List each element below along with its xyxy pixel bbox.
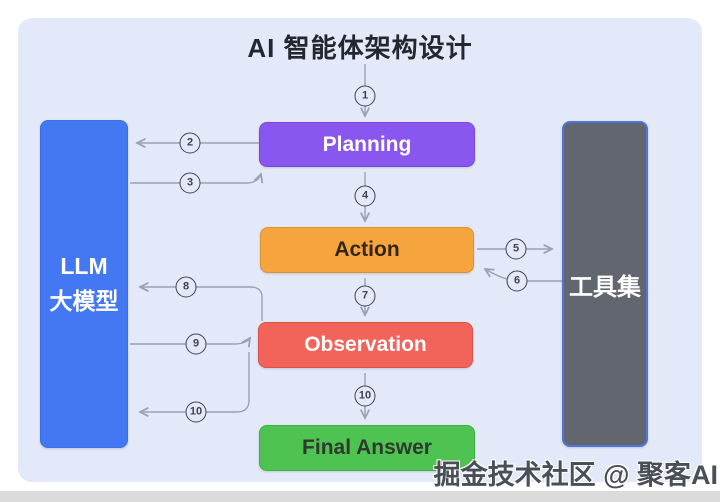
step-circle-10-loop: 10: [185, 401, 207, 423]
toolset-label: 工具集: [569, 273, 641, 301]
step-circle-9: 9: [185, 333, 207, 355]
step-circle-2: 2: [179, 132, 201, 154]
step-circle-10-down: 10: [354, 385, 376, 407]
bottom-gray-band: [0, 491, 720, 502]
step-circle-3: 3: [179, 172, 201, 194]
final-answer-label: Final Answer: [302, 436, 432, 459]
step-circle-8: 8: [175, 276, 197, 298]
step-circle-6: 6: [506, 270, 528, 292]
diagram-title: AI 智能体架构设计: [247, 33, 473, 63]
node-final-answer: Final Answer: [259, 425, 475, 471]
node-observation: Observation: [258, 322, 473, 368]
step-circle-1: 1: [354, 85, 376, 107]
node-action: Action: [260, 227, 474, 273]
observation-label: Observation: [304, 333, 427, 356]
watermark-text: 掘金技术社区 @ 聚客AI: [433, 460, 718, 490]
step-circle-4: 4: [354, 185, 376, 207]
node-llm: LLM 大模型: [40, 120, 128, 448]
step-circle-5: 5: [505, 238, 527, 260]
planning-label: Planning: [322, 132, 412, 156]
llm-label-line2: 大模型: [49, 288, 119, 314]
action-label: Action: [334, 238, 400, 261]
node-toolset: 工具集: [562, 121, 648, 447]
step-circle-7: 7: [354, 285, 376, 307]
node-planning: Planning: [259, 122, 475, 167]
llm-label-line1: LLM: [60, 253, 108, 279]
